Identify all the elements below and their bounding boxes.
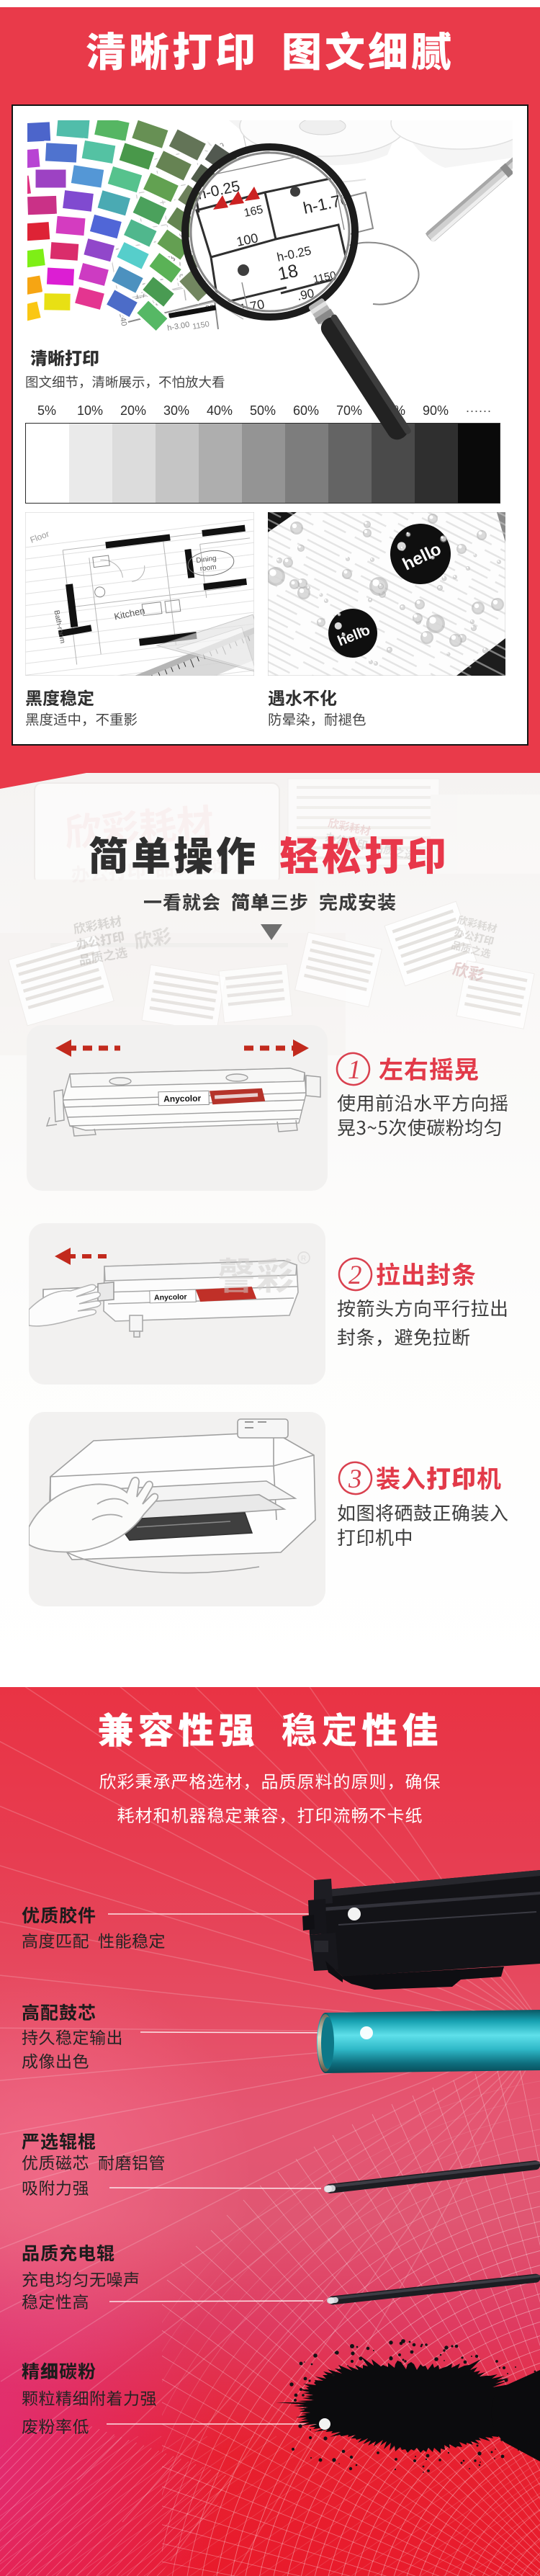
svg-text:1: 1	[348, 1055, 361, 1085]
svg-text:18: 18	[276, 261, 300, 285]
svg-text:2: 2	[348, 1261, 362, 1290]
svg-text:Anycolor: Anycolor	[163, 1094, 202, 1104]
svg-text:h-3.00: h-3.00	[166, 321, 190, 333]
svg-text:1150: 1150	[192, 320, 210, 331]
svg-text:R: R	[301, 1255, 306, 1263]
svg-text:165: 165	[243, 204, 264, 220]
svg-text:room: room	[199, 563, 217, 573]
svg-text:Anycolor: Anycolor	[154, 1293, 187, 1302]
svg-text:Dining: Dining	[196, 555, 217, 565]
svg-text:3: 3	[348, 1464, 362, 1494]
